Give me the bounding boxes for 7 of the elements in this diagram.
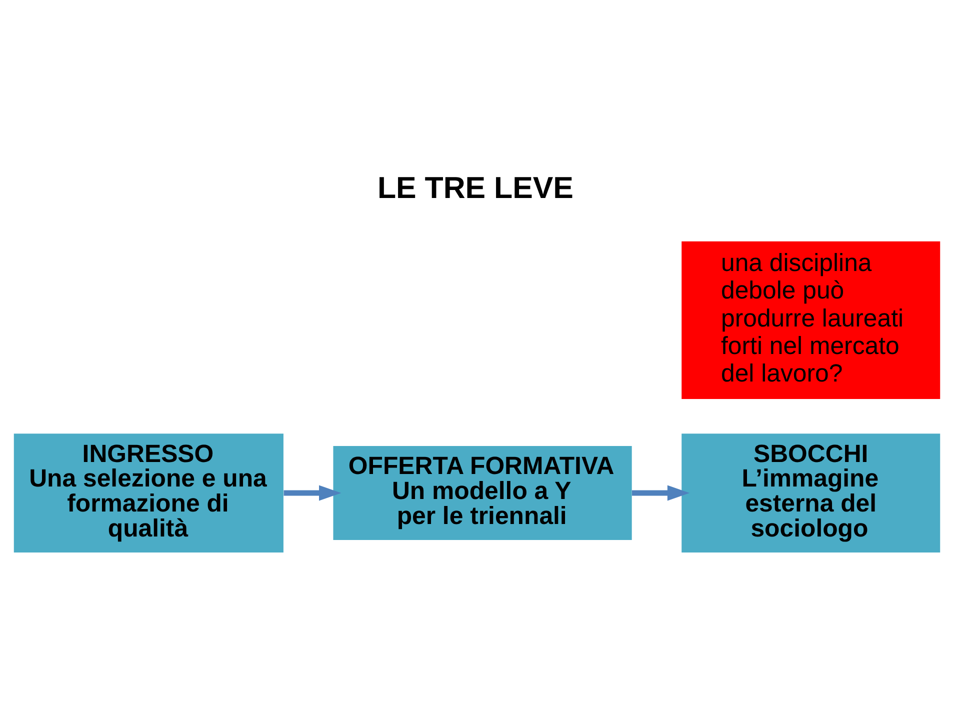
node-box: SBOCCHI L’immagine esterna del sociologo — [682, 434, 940, 552]
node-box: OFFERTA FORMATIVA Un modello a Y per le triennali — [333, 446, 632, 540]
arrow — [632, 485, 690, 501]
node-box: una disciplina debole può produrre laureati forti nel mercato del lavoro? — [682, 241, 940, 400]
node-box: INGRESSO Una selezione e una formazione di qualità — [14, 434, 284, 552]
arrow — [284, 485, 342, 501]
diagram-title: LE TRE LEVE — [377, 171, 574, 206]
